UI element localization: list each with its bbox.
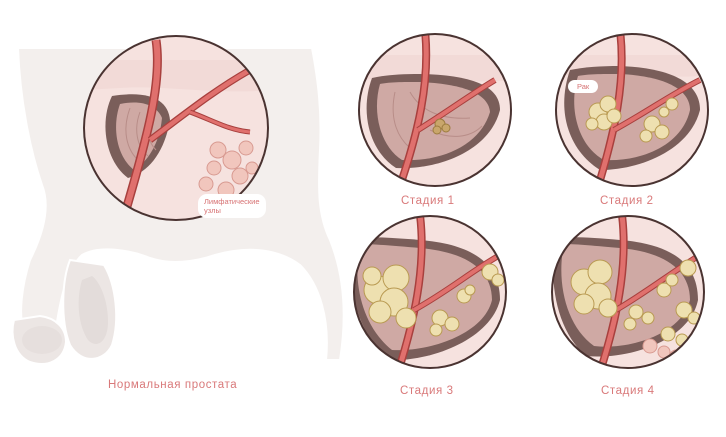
caption-normal-prostate: Нормальная простата: [108, 379, 238, 391]
caption-stage-3: Стадия 3: [400, 385, 454, 397]
stage-4-circle: [551, 215, 705, 369]
tumor-stage-4: [570, 259, 701, 347]
normal-prostate-circle: [83, 35, 269, 221]
stage-3-circle: [353, 215, 507, 369]
tumor-stage-1: [432, 118, 451, 135]
lymph-nodes-callout: Лимфатические узлы: [198, 194, 266, 218]
caption-stage-1: Стадия 1: [401, 195, 455, 207]
cancer-callout: Рак: [568, 80, 599, 93]
lymph-nodes-label-line1: Лимфатические: [204, 197, 260, 206]
lymph-nodes-label-line2: узлы: [204, 206, 221, 215]
cancer-label: Рак: [577, 82, 590, 91]
stage-1-circle: [358, 33, 512, 187]
caption-stage-2: Стадия 2: [600, 195, 654, 207]
tumor-stage-2: [585, 95, 679, 143]
tumor-stage-3: [362, 263, 505, 337]
stage-2-circle: [555, 33, 709, 187]
caption-stage-4: Стадия 4: [601, 385, 655, 397]
